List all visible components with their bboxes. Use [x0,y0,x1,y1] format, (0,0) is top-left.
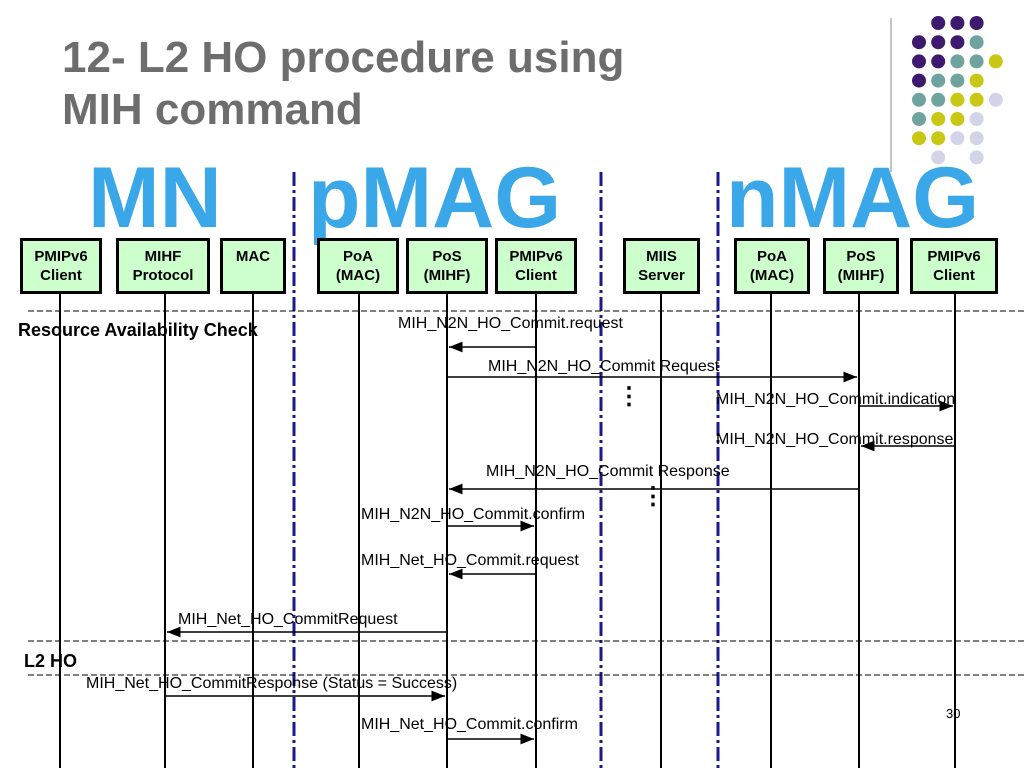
message-label: MIH_N2N_HO_Commit.request [398,315,623,332]
decorative-dot [931,112,946,126]
entity-box: PoA (MAC) [734,238,810,294]
decorative-dot [950,54,965,69]
title-line-2: MIH command [62,85,363,134]
decorative-dot [969,112,984,126]
message-label: MIH_Net_HO_CommitRequest [178,611,398,628]
page-title: 12- L2 HO procedure using MIH command [62,32,624,136]
decorative-dot [950,131,965,146]
decorative-dot [931,54,946,69]
decorative-dot [931,16,946,30]
message-label: MIH_N2N_HO_Commit Response [486,463,730,480]
decorative-dot [950,112,965,126]
group-name-mn: MN [88,150,222,246]
decorative-dot [969,150,984,165]
entity-box: PMIPv6 Client [20,238,102,294]
group-name-pmag: pMAG [308,150,562,246]
decorative-dot [950,73,965,88]
entity-box: PMIPv6 Client [495,238,577,294]
decorative-dot [950,92,965,107]
decorative-dot [950,35,965,50]
decorative-dot [912,54,926,69]
decorative-dot [931,150,946,165]
section-label-l2-ho: L2 HO [24,651,78,671]
decorative-dot [931,35,946,50]
message-label: MIH_Net_HO_Commit.confirm [361,716,578,733]
entity-box: MIIS Server [623,238,700,294]
decorative-dot [912,35,926,50]
decorative-dot [969,92,984,107]
message-label: MIH_N2N_HO_Commit.response [716,431,954,448]
decorative-dot [931,92,946,107]
group-name-nmag: nMAG [726,150,980,246]
continuation-ellipsis: ⋮ [641,483,665,510]
decorative-dot [950,16,965,30]
dot-grid [912,16,1003,165]
message-label: MIH_Net_HO_CommitResponse (Status = Succ… [86,675,458,692]
message-label: MIH_Net_HO_Commit.request [361,552,579,569]
decorative-dot [969,16,984,30]
decorative-dot [912,112,926,126]
decorative-dot [969,73,984,88]
decorative-dot [931,73,946,88]
entity-box: PMIPv6 Client [910,238,998,294]
decorative-dot [912,92,926,107]
decorative-dot [988,54,1003,69]
message-label: MIH_N2N_HO_Commit.confirm [361,506,586,523]
decorative-dot [969,54,984,69]
decorative-dot [912,131,926,146]
message-label: MIH_N2N_HO_Commit Request [488,358,720,375]
decorative-dot [988,92,1003,107]
entity-box: MAC [220,238,286,294]
entity-box: MIHF Protocol [116,238,210,294]
section-label-resource-check: Resource Availability Check [18,320,258,340]
continuation-ellipsis: ⋮ [617,383,641,410]
decorative-dot [931,131,946,146]
entity-box: PoS (MIHF) [406,238,488,294]
message-label: MIH_N2N_HO_Commit.indication [716,391,956,408]
decorative-dot [912,73,926,88]
decorative-dot [969,131,984,146]
title-line-1: 12- L2 HO procedure using [62,33,625,82]
page-number: 30 [946,706,961,721]
decorative-dot [969,35,984,50]
entity-box: PoA (MAC) [317,238,399,294]
entity-box: PoS (MIHF) [823,238,899,294]
